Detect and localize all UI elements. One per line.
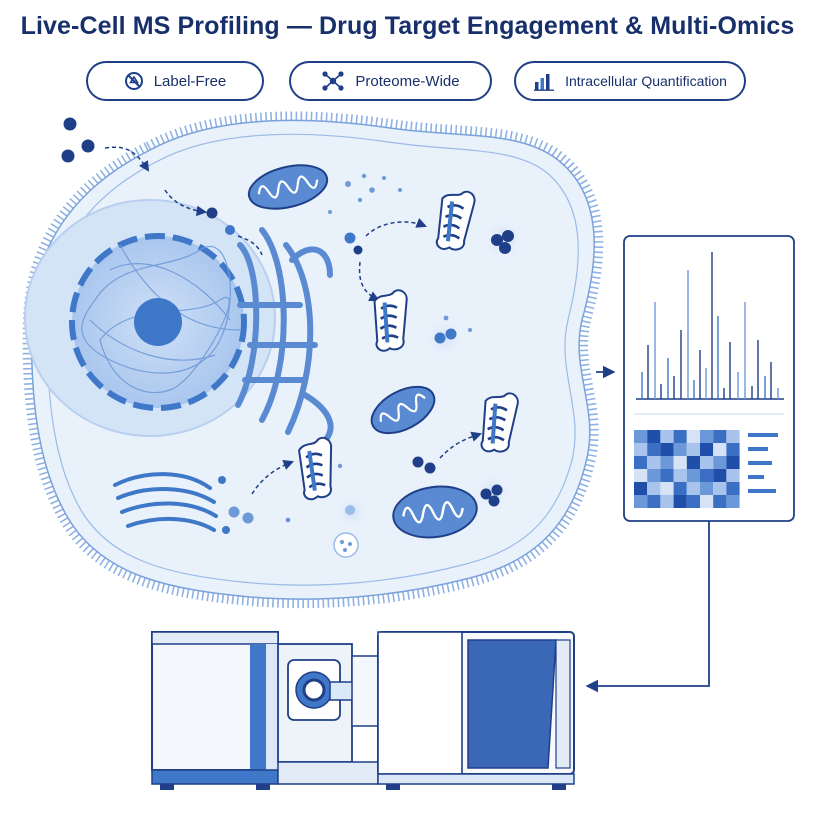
heatmap-cell [673,482,687,495]
heatmap-cell [700,469,714,482]
heatmap-cell [647,456,661,469]
heatmap-cell [686,495,700,508]
heatmap-cell [726,495,740,508]
small-molecules [285,173,472,523]
binding-arrow [358,261,380,301]
drug-molecule-pair [228,506,254,524]
heatmap-cell [660,469,674,482]
page-title: Live-Cell MS Profiling — Drug Target Eng… [20,12,795,40]
drug-path-arrow [237,235,263,256]
cell-membrane-inner [47,133,579,586]
network-icon [322,71,344,91]
endoplasmic-reticulum [235,227,334,448]
target-protein-3 [480,392,519,453]
heatmap-cell [634,443,648,456]
mass-spectrum [636,252,784,400]
heatmap-cell [660,495,674,508]
data-panel [623,235,795,522]
feature-proteome-wide: Proteome-Wide [289,61,492,101]
bound-drug-complex [480,484,503,507]
heatmap-cell [647,469,661,482]
drug-molecule [225,225,235,235]
golgi-apparatus [113,472,230,534]
vesicle [333,532,359,558]
drug-uptake-arrow [104,146,150,172]
heatmap-cell [647,443,661,456]
drug-molecule [206,207,218,219]
heatmap-cell [660,443,674,456]
nucleus [24,199,276,437]
heatmap-cell [673,443,687,456]
mitochondrion-bottom [392,485,478,539]
heatmap-cell [713,495,727,508]
heatmap-cell [647,430,661,443]
heatmap-cell [713,430,727,443]
bound-drug-complex [491,230,514,254]
heatmap-cell [726,430,740,443]
drug-molecule [345,505,355,515]
heatmap-cell [647,482,661,495]
heatmap-cell [673,469,687,482]
drug-molecule [344,232,356,244]
heatmap-cell [726,443,740,456]
heatmap-cell [713,482,727,495]
heatmap-cell [726,469,740,482]
heatmap-cell [647,495,661,508]
heatmap-cell [686,456,700,469]
drug-molecule [353,245,363,255]
heatmap-cell [700,430,714,443]
heatmap-cell [634,469,648,482]
binding-arrow [439,431,482,459]
mass-spectrometer [151,631,575,790]
heatmap-cell [686,430,700,443]
heatmap-cell [686,443,700,456]
heatmap-cell [713,469,727,482]
heatmap-cell [634,456,648,469]
data-to-instrument-arrow [585,521,710,693]
target-protein-2 [373,289,408,352]
heatmap-cell [686,469,700,482]
feature-label: Intracellular Quantification [565,73,727,89]
heatmap-cell [700,443,714,456]
no-label-icon [124,72,143,90]
heatmap-cell [673,430,687,443]
drug-path-arrow [164,189,208,217]
heatmap-cell [660,456,674,469]
heatmap-cell [634,495,648,508]
heatmap-cell [713,456,727,469]
heatmap-cell [634,482,648,495]
target-protein-4 [298,436,333,501]
heatmap-cell [660,430,674,443]
heatmap-cell [634,430,648,443]
feature-label: Label-Free [153,72,227,90]
target-protein-1 [435,190,476,251]
heatmap-cell [673,456,687,469]
heatmap [634,430,740,508]
mitochondrion-middle [370,385,436,435]
binding-arrow [365,218,427,237]
heatmap-cell [673,495,687,508]
heatmap-cell [726,482,740,495]
heatmap-cell [700,456,714,469]
feature-intracellular-quantification: Intracellular Quantification [514,61,746,101]
heatmap-cell [700,482,714,495]
heatmap-legend-bars [748,433,778,493]
drug-molecules-extracellular [61,117,95,163]
mitochondrion-top [247,164,329,210]
heatmap-cell [700,495,714,508]
bound-drug-complex [434,328,457,344]
bar-chart-icon [534,74,555,91]
heatmap-cell [713,443,727,456]
drug-molecule-pair [412,456,436,474]
feature-label: Proteome-Wide [355,72,460,90]
heatmap-cell [686,482,700,495]
heatmap-cell [726,456,740,469]
feature-label-free: Label-Free [86,61,264,101]
heatmap-cell [660,482,674,495]
